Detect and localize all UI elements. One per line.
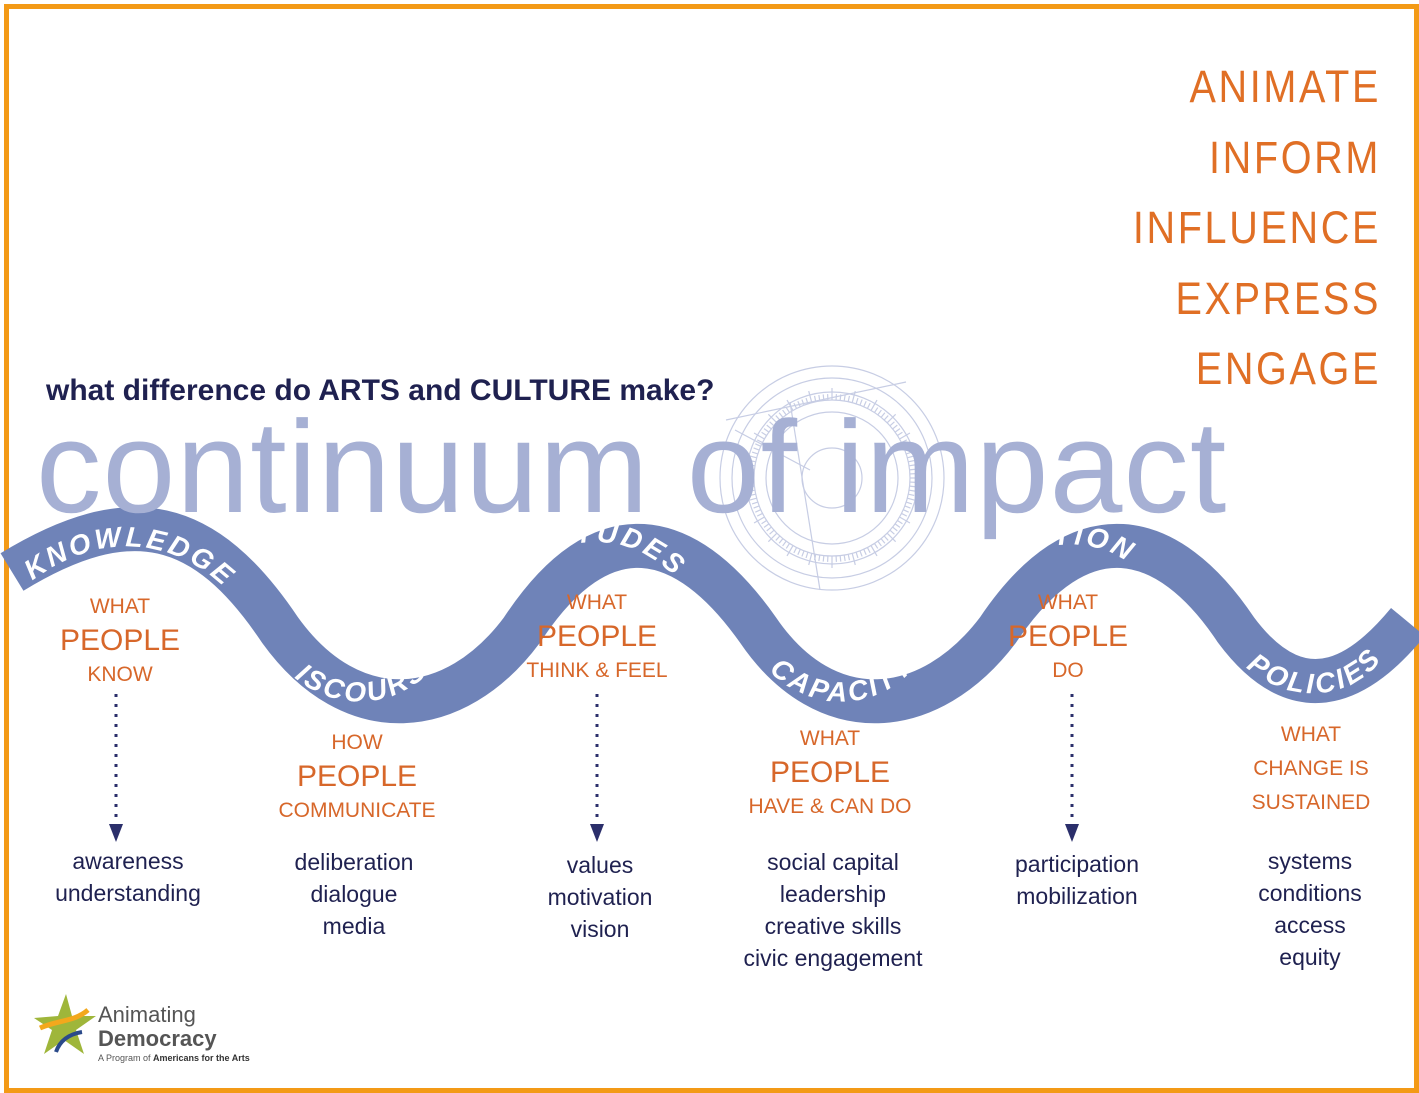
- list-item: awareness: [55, 845, 201, 877]
- list-item: social capital: [744, 846, 923, 878]
- logo-tag-org: Americans for the Arts: [153, 1053, 250, 1063]
- block-top: HOW: [278, 726, 435, 760]
- dial-tick: [852, 553, 855, 565]
- arrow-head-action: [1065, 824, 1079, 842]
- list-item: understanding: [55, 877, 201, 909]
- block-big: PEOPLE: [278, 760, 435, 794]
- list-item: motivation: [548, 881, 653, 913]
- block-big: PEOPLE: [526, 620, 667, 654]
- outcomes-capacity: social capital leadership creative skill…: [744, 846, 923, 974]
- dial-tick: [856, 552, 858, 558]
- list-item: civic engagement: [744, 942, 923, 974]
- list-item: values: [548, 849, 653, 881]
- block-bottom: KNOW: [60, 658, 180, 692]
- dial-tick: [867, 547, 870, 552]
- list-item: systems: [1258, 845, 1362, 877]
- block-top: WHAT: [749, 722, 912, 756]
- animating-democracy-star-logo: [30, 990, 100, 1060]
- dial-tick: [798, 549, 800, 554]
- arrow-head-knowledge: [109, 824, 123, 842]
- block-discourse: HOW PEOPLE COMMUNICATE: [278, 726, 435, 828]
- dial-tick: [794, 547, 797, 552]
- dial-tick: [840, 556, 841, 562]
- list-item: creative skills: [744, 910, 923, 942]
- list-item: participation: [1015, 848, 1139, 880]
- block-knowledge: WHAT PEOPLE KNOW: [60, 590, 180, 692]
- list-item: vision: [548, 913, 653, 945]
- list-item: media: [295, 910, 414, 942]
- block-top: WHAT: [1252, 718, 1371, 752]
- logo-name-line1: Animating: [98, 1002, 196, 1028]
- list-item: deliberation: [295, 846, 414, 878]
- wave-band: [12, 529, 1408, 701]
- list-item: mobilization: [1015, 880, 1139, 912]
- block-bottom: HAVE & CAN DO: [749, 790, 912, 824]
- list-item: equity: [1258, 941, 1362, 973]
- block-action: WHAT PEOPLE DO: [1008, 586, 1128, 688]
- wave-label-policies: POLICIES: [1242, 641, 1388, 700]
- block-bottom: THINK & FEEL: [526, 654, 667, 688]
- dial-tick: [802, 551, 804, 557]
- block-bottom: SUSTAINED: [1252, 786, 1371, 820]
- block-policies: WHAT CHANGE IS SUSTAINED: [1252, 718, 1371, 820]
- dial-tick: [860, 551, 862, 557]
- outcomes-knowledge: awareness understanding: [55, 845, 201, 909]
- block-top: WHAT: [1008, 586, 1128, 620]
- block-big: PEOPLE: [1008, 620, 1128, 654]
- dial-tick: [819, 555, 820, 561]
- logo-name-line2: Democracy: [98, 1026, 217, 1052]
- dial-tick: [806, 552, 808, 558]
- outcomes-action: participation mobilization: [1015, 848, 1139, 912]
- block-capacity: WHAT PEOPLE HAVE & CAN DO: [749, 722, 912, 824]
- outcomes-policies: systems conditions access equity: [1258, 845, 1362, 973]
- block-top: WHAT: [526, 586, 667, 620]
- block-bottom: DO: [1008, 654, 1128, 688]
- list-item: access: [1258, 909, 1362, 941]
- arrow-head-attitudes: [590, 824, 604, 842]
- outcomes-discourse: deliberation dialogue media: [295, 846, 414, 942]
- block-attitudes: WHAT PEOPLE THINK & FEEL: [526, 586, 667, 688]
- block-big: PEOPLE: [60, 624, 180, 658]
- block-big: PEOPLE: [749, 756, 912, 790]
- block-bottom: COMMUNICATE: [278, 794, 435, 828]
- list-item: conditions: [1258, 877, 1362, 909]
- logo-tagline: A Program of Americans for the Arts: [98, 1053, 250, 1063]
- outcomes-attitudes: values motivation vision: [548, 849, 653, 945]
- dial-tick: [823, 556, 824, 562]
- dial-tick: [848, 554, 849, 560]
- page-title: continuum of impact: [36, 392, 1227, 542]
- dial-tick: [864, 549, 866, 554]
- block-top: WHAT: [60, 590, 180, 624]
- dial-tick: [874, 543, 877, 548]
- list-item: leadership: [744, 878, 923, 910]
- block-big: CHANGE IS: [1252, 752, 1371, 786]
- list-item: dialogue: [295, 878, 414, 910]
- logo-tag-prefix: A Program of: [98, 1053, 153, 1063]
- dial-tick: [786, 543, 789, 548]
- dial-tick: [809, 553, 812, 565]
- dial-tick: [844, 555, 845, 561]
